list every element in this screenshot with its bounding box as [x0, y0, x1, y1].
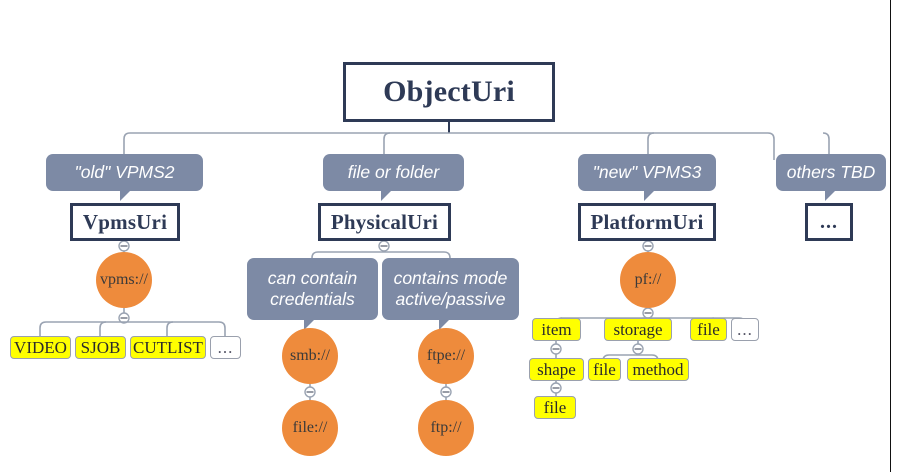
token-label: shape [537, 359, 576, 379]
token-label: CUTLIST [133, 337, 203, 357]
token-item[interactable]: item [532, 318, 581, 341]
token-storage[interactable]: storage [604, 318, 672, 341]
class-node-others[interactable]: ... [805, 203, 853, 241]
annotation-can-contain-credentials[interactable]: can contain credentials [247, 258, 378, 330]
token-label: file [593, 359, 616, 379]
token-label: item [541, 319, 572, 339]
token-label: method [632, 359, 684, 379]
bubble-tail-icon [120, 190, 131, 201]
token-method[interactable]: method [627, 358, 689, 381]
class-label: ObjectUri [383, 75, 515, 108]
token-shape[interactable]: shape [529, 358, 584, 381]
token-label: file [697, 319, 720, 339]
annotation-others-tbd[interactable]: others TBD [776, 154, 886, 201]
annotation-new-vpms3[interactable]: "new" VPMS3 [578, 154, 716, 201]
token-label: file [543, 397, 567, 417]
scheme-label: ftp:// [430, 419, 462, 436]
scheme-label: file:// [292, 419, 328, 436]
class-node-vpmsuri[interactable]: VpmsUri [70, 203, 180, 241]
bubble-tail-icon [304, 319, 315, 330]
scheme-node-file[interactable]: file:// [282, 400, 338, 456]
scheme-node-ftp[interactable]: ftp:// [418, 400, 474, 456]
page-border [890, 0, 891, 472]
token-pf-more[interactable]: ... [731, 318, 759, 341]
class-node-objecturi[interactable]: ObjectUri [343, 62, 555, 122]
scheme-node-ftpe[interactable]: ftpe:// [418, 328, 474, 384]
annotation-label: contains mode active/passive [393, 268, 508, 309]
annotation-contains-mode[interactable]: contains mode active/passive [382, 258, 519, 330]
token-label: ... [217, 337, 234, 357]
bubble-tail-icon [644, 190, 655, 201]
annotation-label: "new" VPMS3 [592, 162, 702, 183]
scheme-label: smb:// [289, 347, 330, 364]
annotation-label: file or folder [347, 162, 440, 183]
scheme-node-vpms[interactable]: vpms:// [96, 252, 152, 308]
annotation-label: "old" VPMS2 [74, 162, 175, 183]
token-shape-file[interactable]: file [534, 396, 576, 419]
token-label: VIDEO [14, 337, 67, 357]
annotation-label: others TBD [786, 162, 876, 183]
token-vpms-more[interactable]: ... [210, 336, 241, 359]
token-cutlist[interactable]: CUTLIST [130, 336, 206, 359]
token-pf-file[interactable]: file [690, 318, 727, 341]
scheme-label: vpms:// [99, 271, 148, 288]
token-label: storage [613, 319, 663, 339]
scheme-node-pf[interactable]: pf:// [620, 252, 676, 308]
token-label: SJOB [80, 337, 121, 357]
class-label: ... [820, 210, 838, 233]
scheme-label: ftpe:// [426, 347, 466, 364]
scheme-node-smb[interactable]: smb:// [282, 328, 338, 384]
bubble-tail-icon [381, 190, 392, 201]
bubble-tail-icon [825, 190, 836, 201]
class-label: PhysicalUri [330, 209, 439, 234]
token-storage-file[interactable]: file [588, 358, 621, 381]
class-label: PlatformUri [590, 209, 704, 234]
token-video[interactable]: VIDEO [10, 336, 71, 359]
annotation-file-or-folder[interactable]: file or folder [323, 154, 464, 201]
class-label: VpmsUri [82, 209, 168, 234]
annotation-old-vpms2[interactable]: "old" VPMS2 [46, 154, 203, 201]
bubble-tail-icon [439, 319, 450, 330]
annotation-label: can contain credentials [267, 268, 358, 309]
token-label: ... [737, 319, 753, 339]
class-node-physicaluri[interactable]: PhysicalUri [318, 203, 451, 241]
class-node-platformuri[interactable]: PlatformUri [578, 203, 716, 241]
token-sjob[interactable]: SJOB [75, 336, 126, 359]
scheme-label: pf:// [634, 271, 662, 288]
